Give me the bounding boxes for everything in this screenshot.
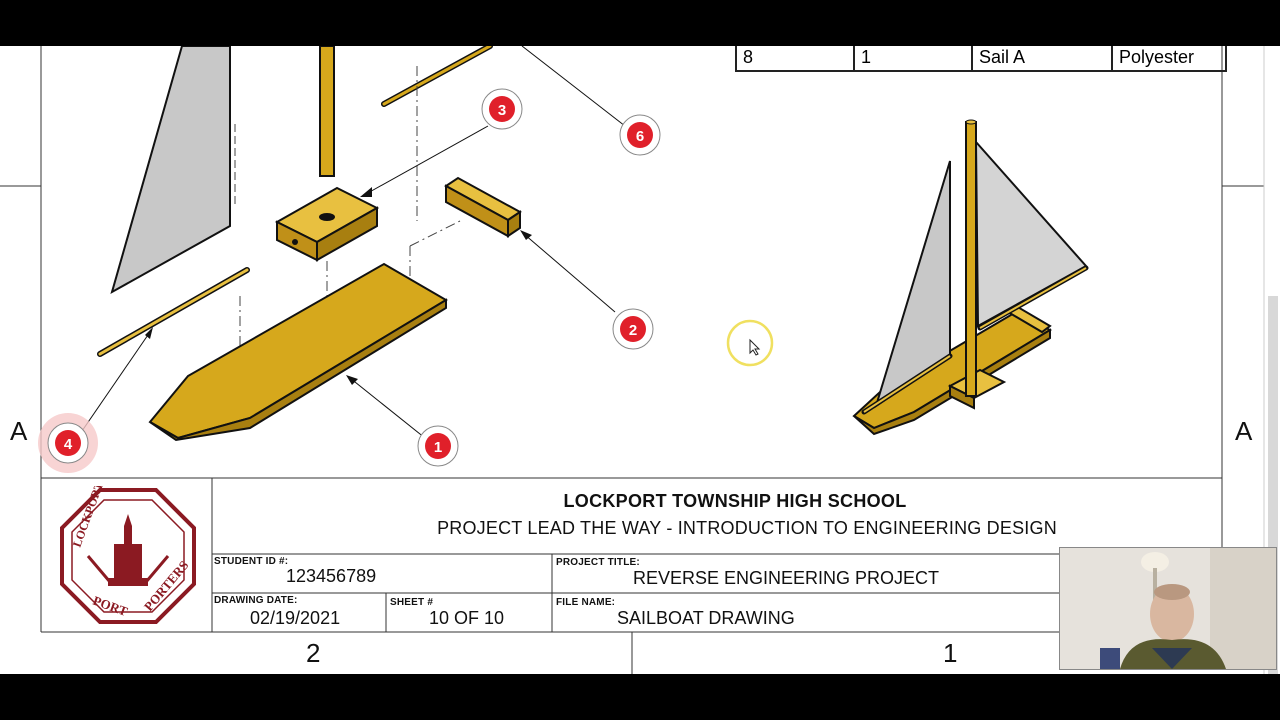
bom-part-cell: Sail A xyxy=(971,46,1113,72)
balloon-2: 2 xyxy=(612,308,654,350)
file-name-label: FILE NAME: xyxy=(556,597,616,608)
drawing-date-label: DRAWING DATE: xyxy=(214,595,298,606)
webcam-overlay xyxy=(1059,547,1277,670)
file-name-value: SAILBOAT DRAWING xyxy=(617,608,795,628)
balloon-1: 1 xyxy=(417,425,459,467)
zone-letter-right: A xyxy=(1235,416,1253,446)
bill-of-materials-table: 8 1 Sail A Polyester xyxy=(735,46,1227,72)
drawing-sheet: 8 1 Sail A Polyester xyxy=(0,46,1280,674)
exploded-view xyxy=(81,46,626,442)
school-logo: LOCKPORT PORT PORTERS xyxy=(60,486,196,624)
balloon-2-label: 2 xyxy=(629,322,637,339)
balloon-6-label: 6 xyxy=(636,128,644,145)
student-id-label: STUDENT ID #: xyxy=(214,556,289,567)
presenter-video xyxy=(1060,548,1276,669)
drawing-border xyxy=(0,46,1278,674)
balloon-4-label: 4 xyxy=(64,436,73,453)
zone-column-2: 2 xyxy=(306,638,321,668)
table-row: 8 1 Sail A Polyester xyxy=(735,46,1227,72)
bom-item-cell: 8 xyxy=(735,46,855,72)
assembled-sailboat-view xyxy=(852,119,1089,436)
bom-material-cell: Polyester xyxy=(1111,46,1227,72)
project-title-label: PROJECT TITLE: xyxy=(556,557,640,568)
mast-part xyxy=(319,46,335,177)
balloon-3-label: 3 xyxy=(498,102,506,119)
drawing-date-value: 02/19/2021 xyxy=(250,608,341,628)
mouse-pointer-icon xyxy=(726,319,774,367)
student-id-value: 123456789 xyxy=(286,566,377,586)
balloon-3: 3 xyxy=(481,88,523,130)
title-block-grid xyxy=(211,478,1222,632)
boom-part xyxy=(382,46,492,106)
school-name: LOCKPORT TOWNSHIP HIGH SCHOOL xyxy=(563,491,907,511)
zone-letter-left: A xyxy=(10,416,28,446)
project-title-value: REVERSE ENGINEERING PROJECT xyxy=(633,568,940,588)
sheet-label: SHEET # xyxy=(390,597,434,608)
sail-part xyxy=(110,46,231,295)
bom-qty-cell: 1 xyxy=(853,46,973,72)
zone-column-1: 1 xyxy=(943,638,958,668)
balloon-callouts: 1 2 3 4 6 xyxy=(38,88,661,473)
balloon-4: 4 xyxy=(38,413,98,473)
sheet-value: 10 OF 10 xyxy=(429,608,505,628)
course-name: PROJECT LEAD THE WAY - INTRODUCTION TO E… xyxy=(437,518,1057,538)
balloon-6: 6 xyxy=(619,114,661,156)
balloon-1-label: 1 xyxy=(434,439,442,456)
lower-boom-part xyxy=(98,268,249,356)
